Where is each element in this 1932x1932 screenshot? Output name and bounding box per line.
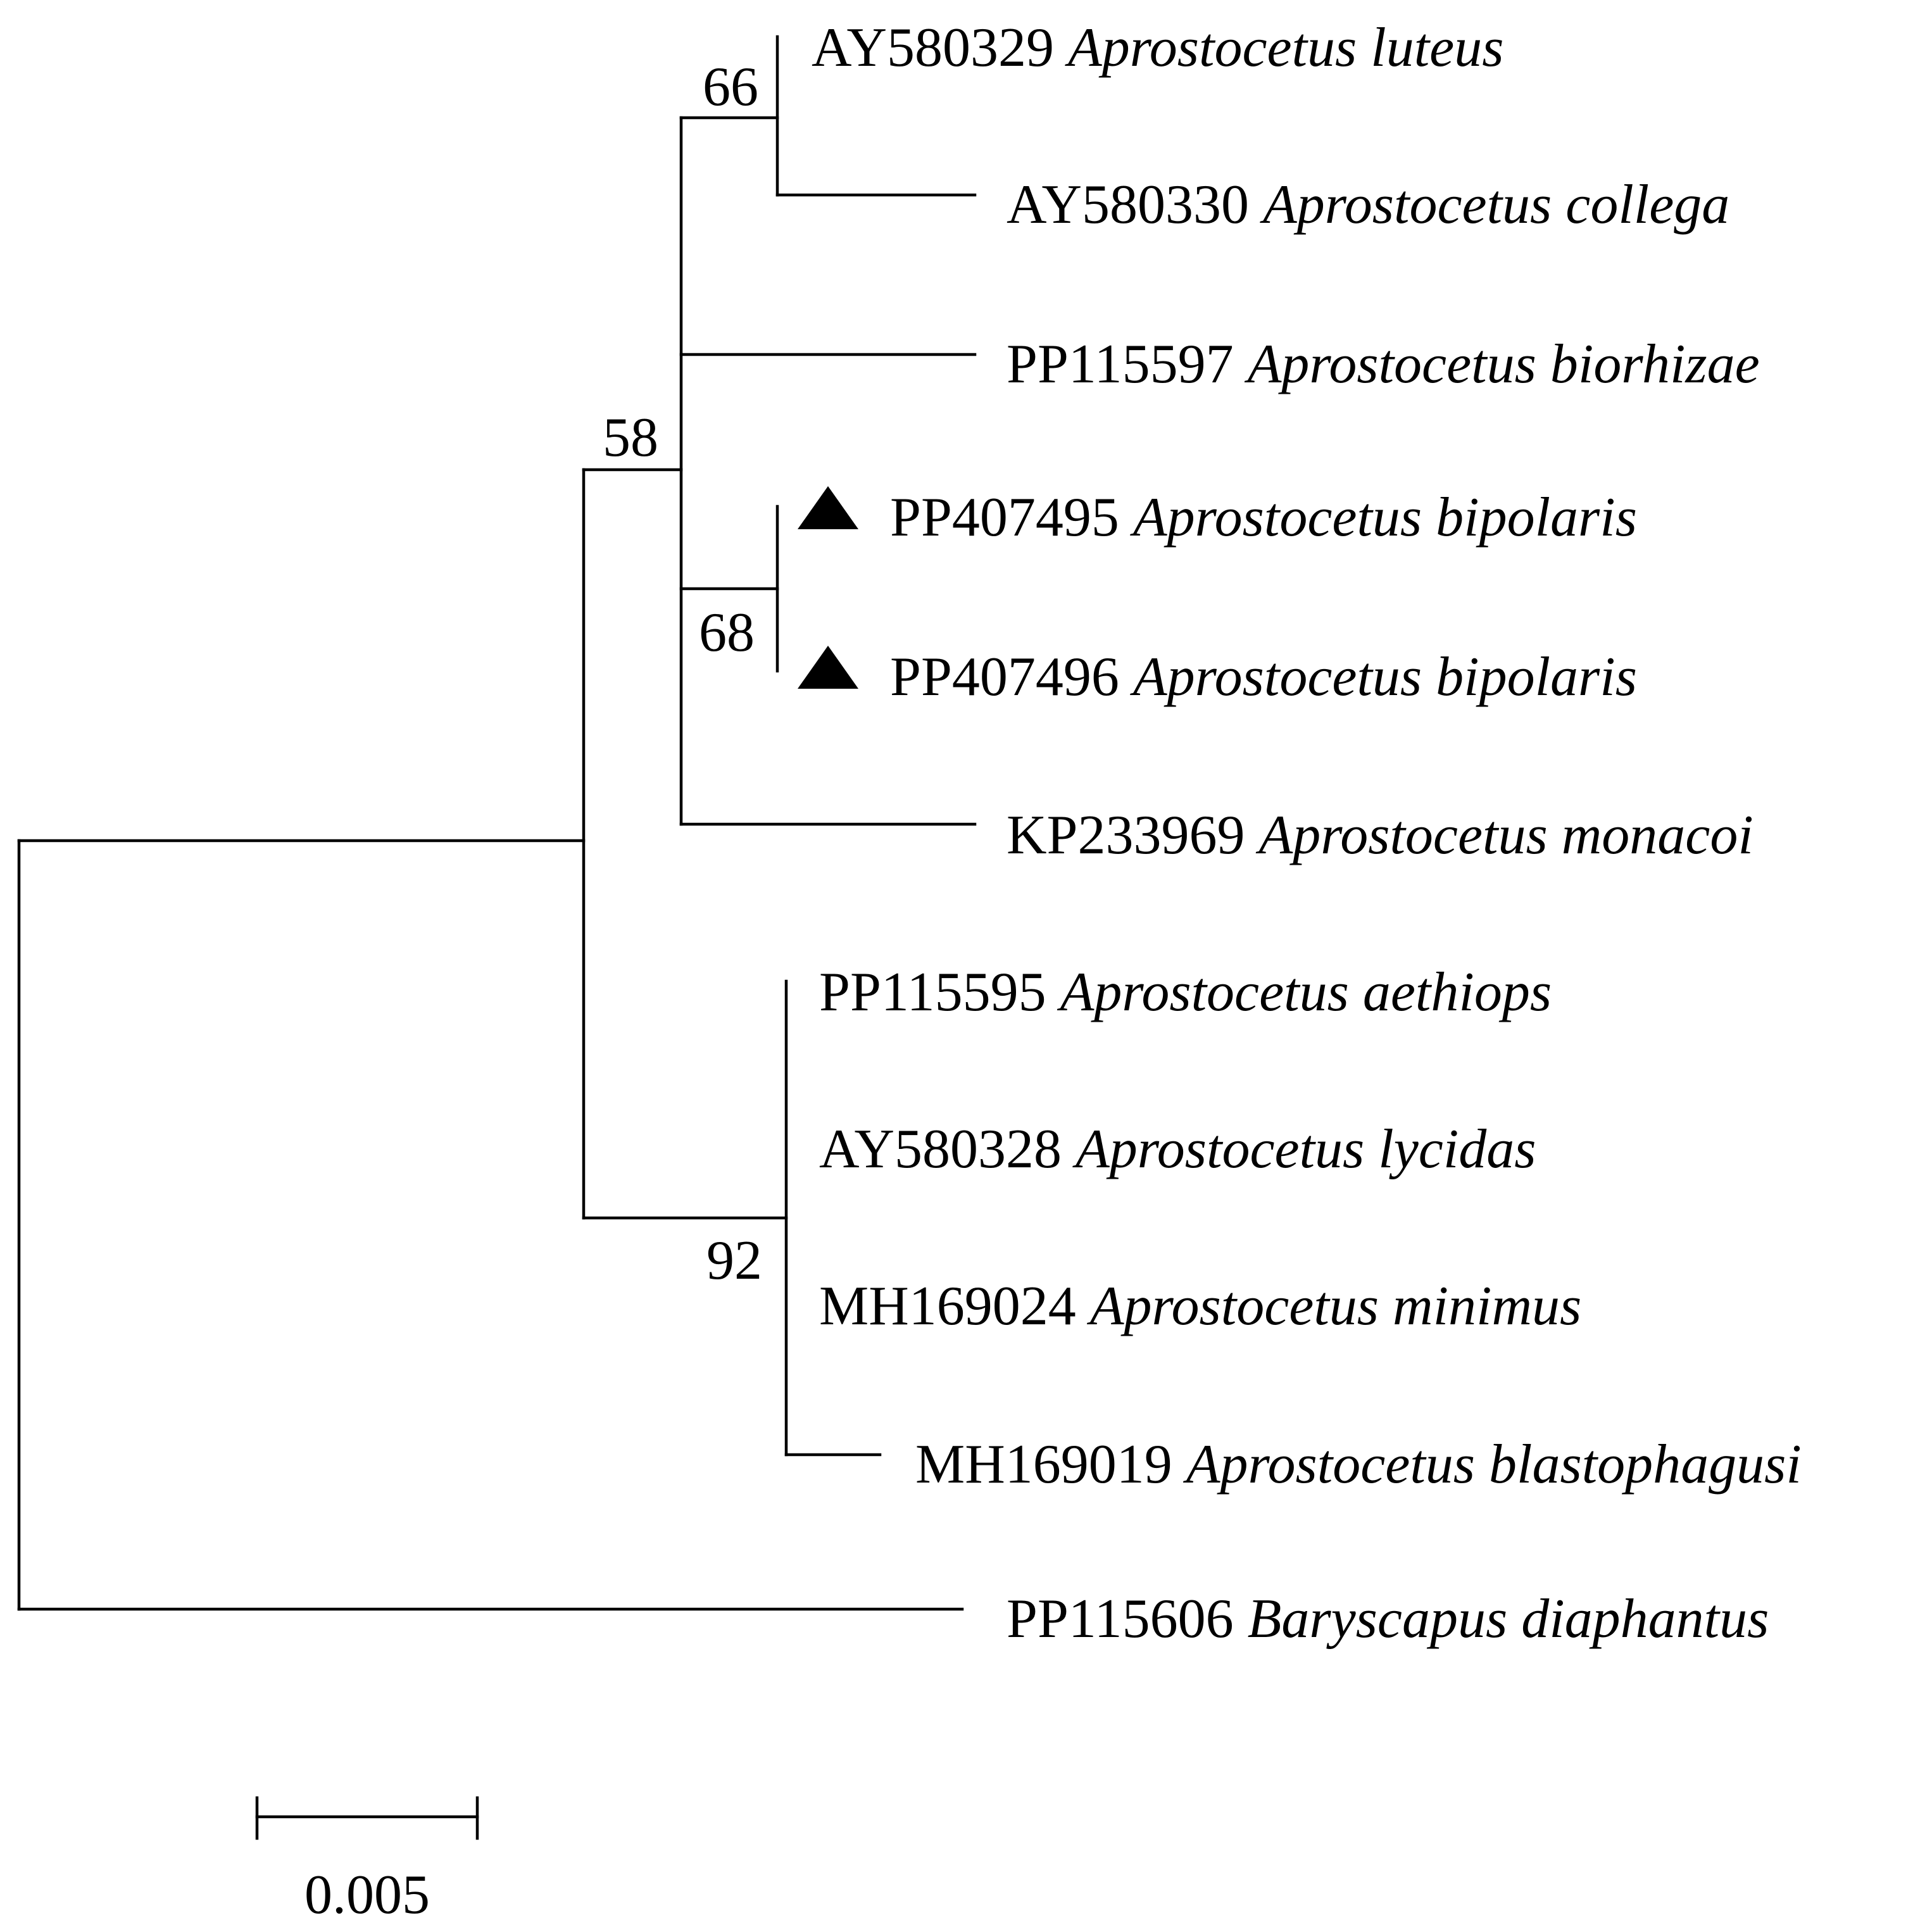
support-value-66: 66 bbox=[703, 56, 758, 118]
leaf-label: KP233969 Aprostocetus monacoi bbox=[1007, 805, 1753, 866]
support-value-92: 92 bbox=[706, 1230, 762, 1291]
triangle-marker-icon bbox=[798, 486, 858, 529]
leaf-label: PP115595 Aprostocetus aethiops bbox=[819, 962, 1552, 1023]
leaf-label: AY580328 Aprostocetus lycidas bbox=[819, 1119, 1536, 1180]
leaf-label: MH169019 Aprostocetus blastophagusi bbox=[915, 1434, 1802, 1495]
tree-markers bbox=[798, 486, 858, 689]
leaf-label: PP115606 Baryscapus diaphantus bbox=[1007, 1588, 1769, 1650]
triangle-marker-icon bbox=[798, 646, 858, 689]
support-value-68: 68 bbox=[699, 602, 755, 663]
support-values: 66 58 68 92 bbox=[603, 56, 762, 1291]
leaf-labels: AY580329 Aprostocetus luteus AY580330 Ap… bbox=[812, 17, 1802, 1650]
leaf-label: PP407496 Aprostocetus bipolaris bbox=[890, 646, 1637, 708]
support-value-58: 58 bbox=[603, 407, 658, 468]
leaf-label: PP115597 Aprostocetus biorhizae bbox=[1007, 334, 1760, 395]
leaf-label: MH169024 Aprostocetus minimus bbox=[819, 1276, 1581, 1337]
leaf-label: AY580330 Aprostocetus collega bbox=[1007, 174, 1729, 235]
tree-branches bbox=[17, 35, 977, 1611]
leaf-label: PP407495 Aprostocetus bipolaris bbox=[890, 487, 1637, 548]
leaf-label: AY580329 Aprostocetus luteus bbox=[812, 17, 1503, 78]
scale-bar-label: 0.005 bbox=[304, 1864, 430, 1926]
scale-bar: 0.005 bbox=[255, 1796, 479, 1926]
